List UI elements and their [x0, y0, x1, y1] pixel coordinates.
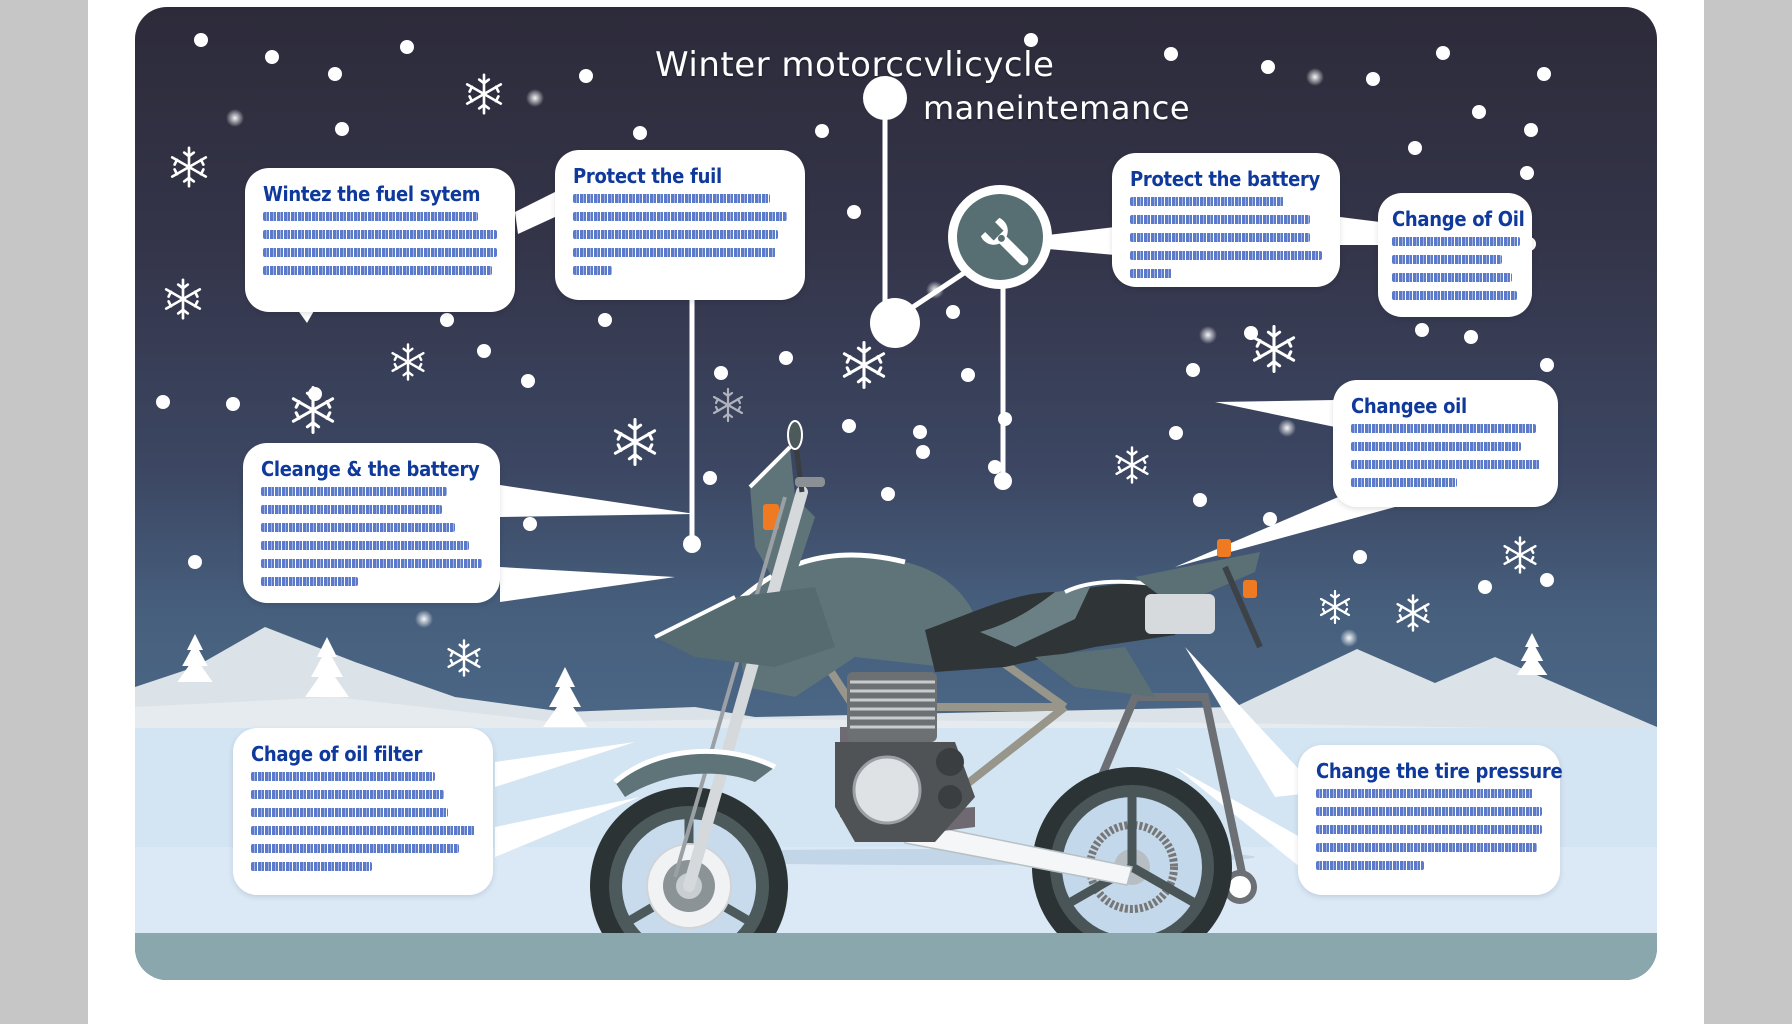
wrench-node: [948, 185, 1052, 289]
callout-body: [251, 772, 475, 871]
callout-title: Protect the battery: [1130, 167, 1320, 191]
callout-fuel-system: Wintez the fuel sytem: [245, 168, 515, 312]
callout-title: Changee oil: [1351, 394, 1467, 418]
callout-oil-filter: Chage of oil filter: [233, 728, 493, 895]
callout-pointers: [495, 400, 1395, 867]
callout-title: Protect the fuil: [573, 164, 722, 188]
snow-hills: [135, 627, 1657, 735]
callout-tire-pressure: Change the tire pressure: [1298, 745, 1563, 895]
infographic-panel: Winter motorccvlicycle maneintemance Win…: [135, 7, 1657, 980]
infographic-title-line1: Winter motorccvlicycle: [655, 45, 1055, 85]
footer-strip: [135, 933, 1657, 980]
motorcycle-illustration: [590, 420, 1263, 980]
callout-title: Change of Oil: [1392, 207, 1525, 231]
callout-change-of-oil: Change of Oil: [1378, 193, 1532, 317]
callout-title: Cleange & the battery: [261, 457, 480, 481]
callout-body: [1130, 197, 1322, 278]
callout-protect-fuel: Protect the fuil: [555, 150, 805, 300]
callout-title: Change the tire pressure: [1316, 759, 1563, 783]
callout-body: [573, 194, 787, 275]
callout-body: [1392, 237, 1520, 300]
callout-change-oil: Changee oil: [1333, 380, 1558, 507]
callout-body: [263, 212, 497, 275]
callout-body: [1351, 424, 1540, 487]
callout-clean-battery: Cleange & the battery: [243, 443, 500, 603]
wrench-icon: [980, 217, 1029, 266]
infographic-title-line2: maneintemance: [923, 89, 1190, 127]
callout-title: Wintez the fuel sytem: [263, 182, 481, 206]
callout-title: Chage of oil filter: [251, 742, 423, 766]
callout-body: [1316, 789, 1542, 870]
callout-body: [261, 487, 482, 586]
callout-protect-battery: Protect the battery: [1112, 153, 1340, 287]
